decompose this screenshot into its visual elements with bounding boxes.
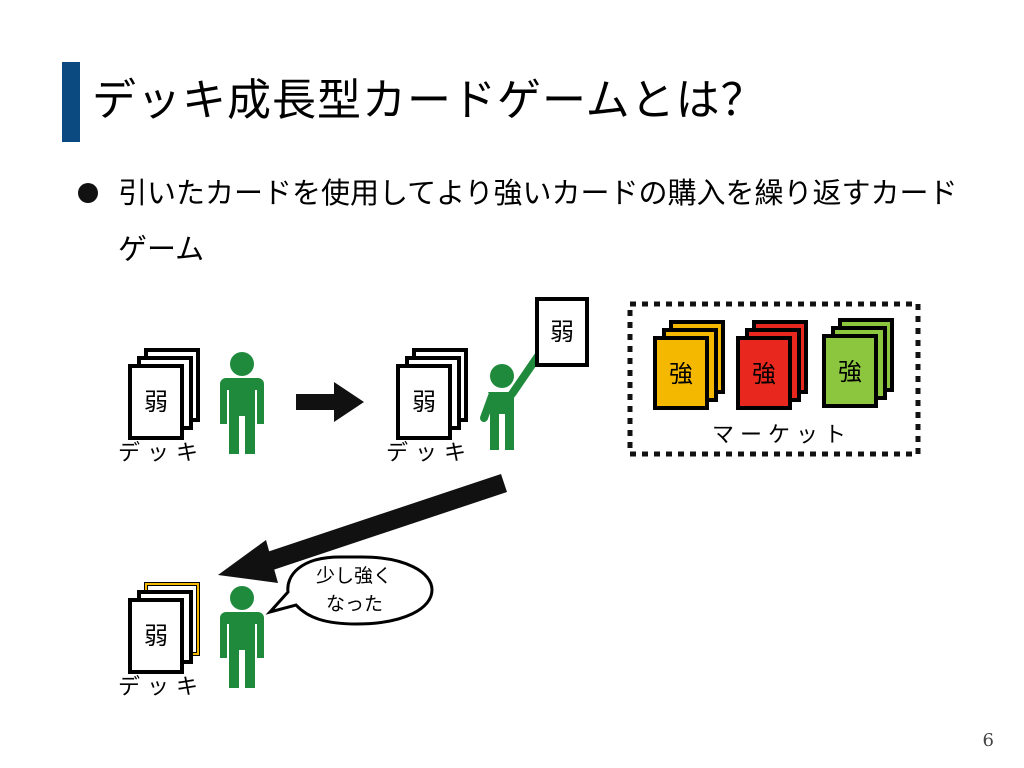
arrow-diagonal	[218, 474, 507, 583]
arrow-right	[296, 382, 364, 422]
title-accent-bar	[62, 62, 80, 142]
speech-bubble-line-1: 少し強く	[316, 565, 393, 587]
deck-2-card-label: 弱	[412, 388, 436, 416]
market-box	[627, 301, 921, 457]
raised-card-label: 弱	[550, 318, 574, 346]
speech-bubble	[265, 555, 434, 626]
person-standing-3	[220, 586, 264, 688]
red-card-label: 強	[752, 360, 776, 388]
speech-bubble-line-2: なった	[326, 593, 384, 615]
person-standing-1	[220, 352, 264, 454]
green-card-label: 強	[838, 358, 862, 386]
deck-1-card-label: 弱	[144, 388, 168, 416]
deck-3-card-label: 弱	[144, 622, 168, 650]
deck-1-label: デッキ	[118, 441, 205, 466]
market-card-green: 強	[822, 318, 894, 408]
slide-title: デッキ成長型カードゲームとは？	[92, 75, 766, 126]
bullet-text: 引いたカードを使用してより強いカードの購入を繰り返すカードゲーム	[118, 176, 958, 266]
person-raising-card	[480, 352, 542, 450]
bullet-dot	[78, 183, 98, 203]
deck-mixed: 弱	[128, 582, 200, 674]
raised-weak-card: 弱	[535, 297, 589, 367]
deck-3-label: デッキ	[118, 675, 205, 700]
deck-2-label: デッキ	[386, 441, 473, 466]
market-label: マーケット	[712, 423, 852, 448]
deck-weak-2: 弱	[396, 348, 468, 440]
market-card-yellow: 強	[653, 320, 725, 410]
page-number: 6	[982, 730, 994, 751]
market-card-red: 強	[736, 320, 808, 410]
yellow-card-label: 強	[669, 360, 693, 388]
deck-weak-1: 弱	[128, 348, 200, 440]
